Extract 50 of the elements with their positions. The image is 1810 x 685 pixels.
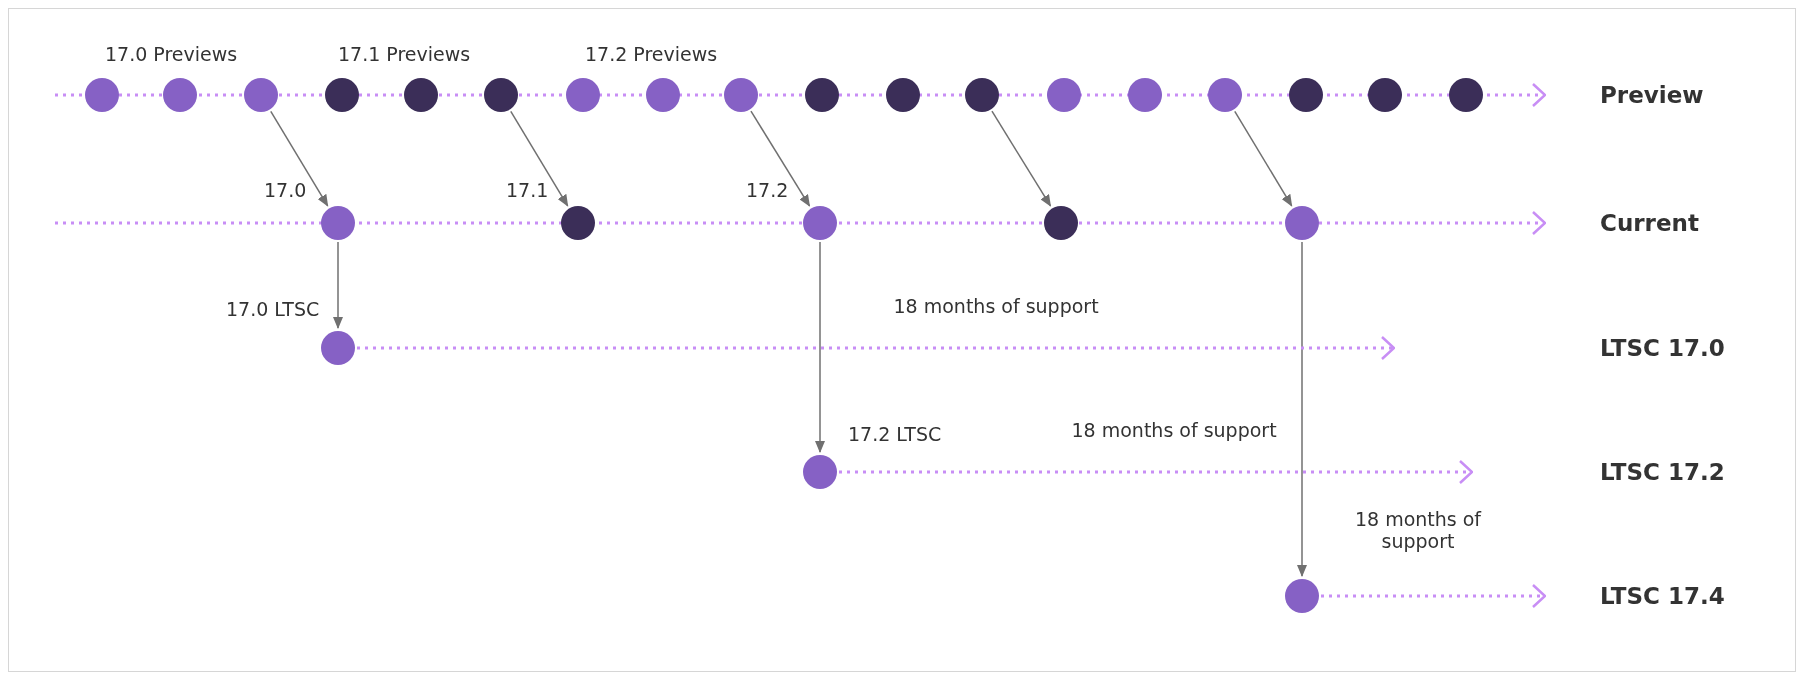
milestone-dot: [321, 331, 355, 365]
version-label: 17.0: [264, 179, 307, 201]
milestone-dot: [724, 78, 758, 112]
lane-label: Current: [1600, 210, 1699, 236]
arrow: [1234, 110, 1293, 207]
version-label: 17.0 LTSC: [226, 298, 320, 320]
arrow: [333, 241, 343, 329]
milestone-dot: [561, 206, 595, 240]
release-group-label: 17.2 Previews: [585, 43, 718, 65]
milestone-dot: [325, 78, 359, 112]
timeline-arrow: [1321, 583, 1547, 609]
lane-label: LTSC 17.2: [1600, 459, 1725, 485]
arrow: [1297, 241, 1307, 577]
release-group-label: 17.0 Previews: [105, 43, 238, 65]
milestone-dot: [163, 78, 197, 112]
version-label: 17.2 LTSC: [848, 423, 942, 445]
arrow: [991, 110, 1052, 207]
milestone-dot: [484, 78, 518, 112]
milestone-dot: [1285, 579, 1319, 613]
milestone-dot: [1449, 78, 1483, 112]
milestone-dot: [1368, 78, 1402, 112]
milestone-dot: [85, 78, 119, 112]
milestone-dot: [244, 78, 278, 112]
timeline-arrow: [357, 335, 1396, 361]
milestone-dot: [886, 78, 920, 112]
version-label: 17.2: [746, 179, 789, 201]
release-group-label: 17.1 Previews: [338, 43, 471, 65]
arrow: [815, 241, 825, 453]
milestone-dot: [1047, 78, 1081, 112]
lane-label: LTSC 17.0: [1600, 335, 1725, 361]
lane-label: Preview: [1600, 82, 1704, 108]
milestone-dot: [803, 455, 837, 489]
milestone-dot: [1044, 206, 1078, 240]
milestone-dot: [1285, 206, 1319, 240]
milestone-dot: [805, 78, 839, 112]
arrow: [750, 110, 811, 207]
milestone-dot: [566, 78, 600, 112]
milestone-dot: [1128, 78, 1162, 112]
milestone-dot: [965, 78, 999, 112]
arrow: [270, 110, 329, 207]
lane-label: LTSC 17.4: [1600, 583, 1725, 609]
milestone-dot: [646, 78, 680, 112]
milestone-dot: [404, 78, 438, 112]
milestone-dot: [803, 206, 837, 240]
milestone-dot: [1289, 78, 1323, 112]
version-label: 17.1: [506, 179, 549, 201]
timeline-arrow: [839, 459, 1474, 485]
milestone-dot: [321, 206, 355, 240]
milestone-dot: [1208, 78, 1242, 112]
arrow: [510, 110, 569, 207]
